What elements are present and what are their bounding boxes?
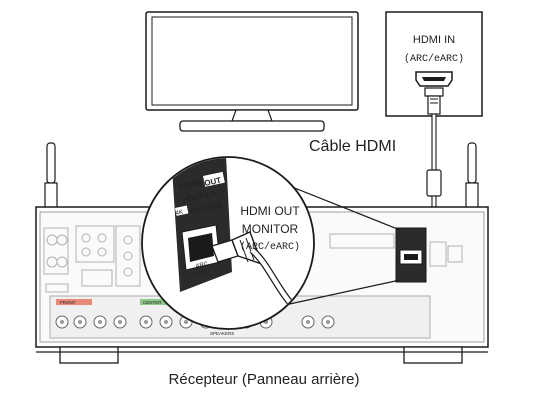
zoom-callout: HDMI OUT HDCP2.3 4K MONITOR ARC eARC HDM…: [141, 156, 401, 330]
zoom-title-line3: (ARC/eARC): [240, 241, 300, 253]
zoom-panel-label-out: OUT: [204, 176, 222, 188]
speaker-label-front: FRONT: [60, 300, 76, 305]
speaker-label-speakers: SPEAKERS: [210, 331, 234, 336]
zoom-title-line1: HDMI OUT: [240, 204, 300, 218]
receiver-right-io: [329, 233, 463, 267]
tv-hdmi-in-box: HDMI IN (ARC/eARC): [385, 11, 483, 117]
zoom-title-line2: MONITOR: [242, 222, 299, 236]
speaker-label-center: CENTER: [143, 300, 162, 305]
zoom-panel-label-number: 4K: [175, 210, 183, 217]
tv-hdmi-in-subtitle: (ARC/eARC): [404, 53, 464, 65]
zoom-panel-label-arc: ARC: [195, 261, 209, 270]
television: [145, 11, 359, 132]
cable-label: Câble HDMI: [309, 138, 396, 155]
right-antenna: [465, 142, 479, 210]
left-antenna: [44, 142, 58, 210]
receiver-hdmi-out-port: [395, 227, 427, 283]
zoom-panel-label-earc: eARC: [193, 269, 211, 278]
tv-hdmi-in-title: HDMI IN: [413, 34, 455, 46]
receiver-caption: Récepteur (Panneau arrière): [169, 371, 360, 388]
zoom-panel-label-hdmi: HDMI: [178, 177, 203, 192]
receiver-left-io: [43, 225, 141, 293]
